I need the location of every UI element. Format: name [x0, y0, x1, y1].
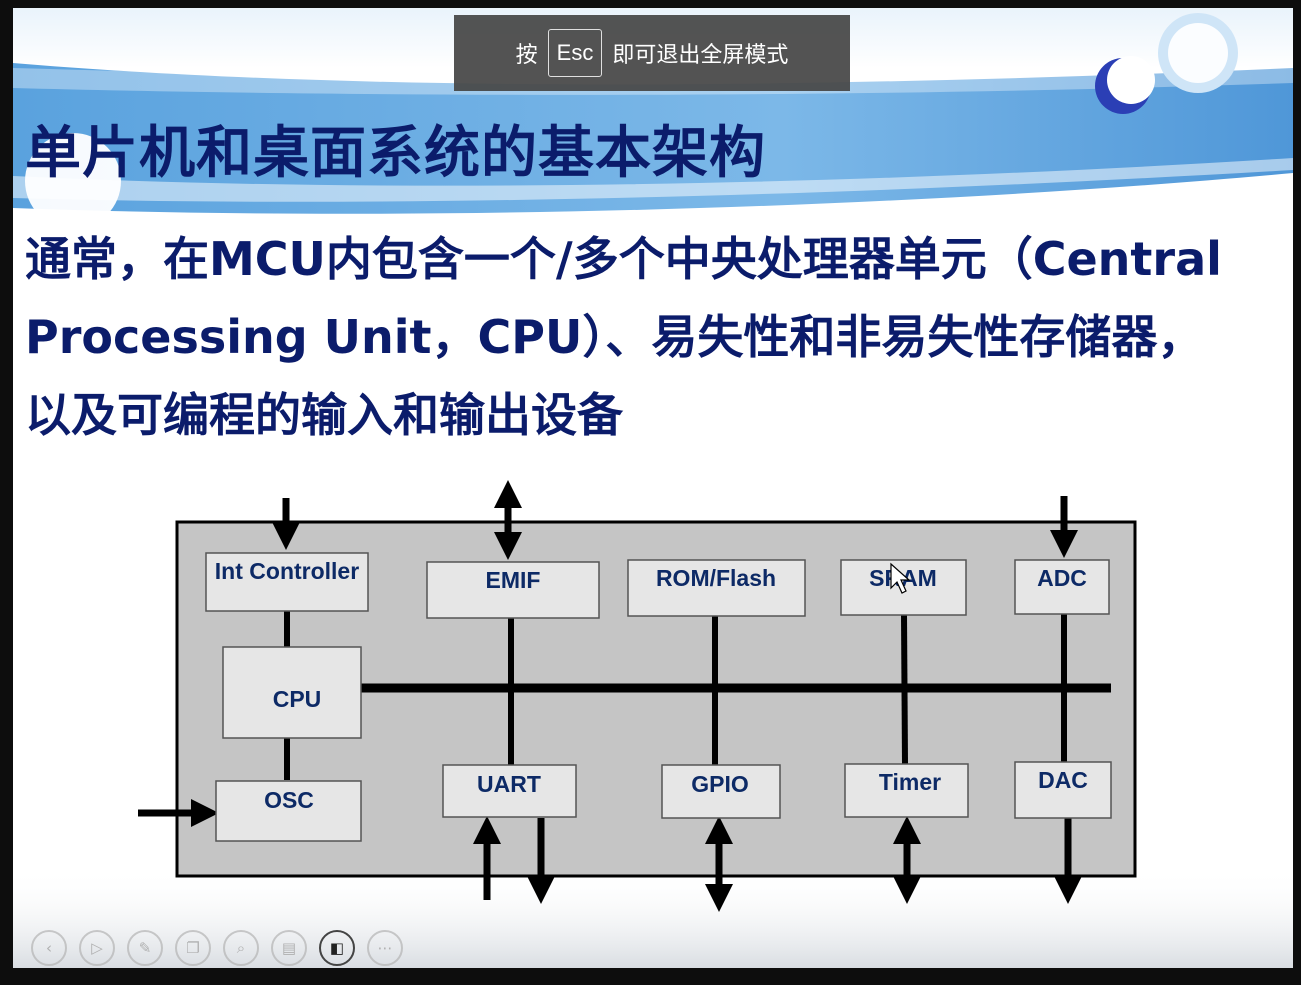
pen-icon: ✎ [138, 939, 152, 957]
osc-label: OSC [264, 787, 314, 813]
more-options-button[interactable]: ⋯ [367, 930, 403, 966]
next-slide-button[interactable]: ▷ [79, 930, 115, 966]
emif-label: EMIF [486, 567, 541, 593]
exit-fullscreen-toast: 按 Esc 即可退出全屏模式 [454, 15, 850, 91]
magnifier-icon: ⌕ [236, 939, 246, 957]
gpio-label: GPIO [691, 771, 749, 797]
slide[interactable]: 单片机和桌面系统的基本架构 通常，在MCU内包含一个/多个中央处理器单元（Cen… [13, 8, 1293, 968]
mcu-block-diagram: Int Controller EMIF ROM/Flash SRAM ADC C… [138, 480, 1137, 912]
cpu-label: CPU [273, 686, 322, 712]
toast-message: 即可退出全屏模式 [612, 43, 789, 68]
slides-icon: ❐ [186, 939, 200, 957]
previous-slide-button[interactable]: ‹ [31, 930, 67, 966]
toast-prefix: 按 [515, 43, 538, 68]
subtitles-icon: ▤ [281, 939, 297, 957]
timer-label: Timer [879, 769, 941, 795]
io-arrows [138, 480, 1082, 912]
gpio-block [661, 764, 781, 819]
int-controller-label: Int Controller [215, 558, 359, 584]
dac-block [1014, 761, 1112, 819]
play-icon: ▷ [91, 939, 103, 957]
emif-block [426, 561, 600, 619]
chevron-left-icon: ‹ [46, 939, 52, 957]
adc-block [1014, 559, 1110, 615]
camera-icon: ◧ [329, 939, 345, 957]
dac-label: DAC [1038, 767, 1088, 793]
zoom-button[interactable]: ⌕ [223, 930, 259, 966]
uart-block [442, 764, 577, 818]
adc-label: ADC [1037, 565, 1087, 591]
uart-label: UART [477, 771, 541, 797]
camera-button[interactable]: ◧ [319, 930, 355, 966]
cpu-block [222, 646, 362, 739]
rom-flash-block [627, 559, 806, 617]
rom-flash-label: ROM/Flash [656, 565, 776, 591]
body-line-1: 通常，在MCU内包含一个/多个中央处理器单元（Central [25, 232, 1222, 286]
all-slides-button[interactable]: ❐ [175, 930, 211, 966]
pen-tool-button[interactable]: ✎ [127, 930, 163, 966]
int-controller-block [205, 552, 369, 612]
slide-body-text: 通常，在MCU内包含一个/多个中央处理器单元（Central Processin… [25, 220, 1283, 454]
presentation-control-bar: ‹ ▷ ✎ ❐ ⌕ ▤ ◧ ⋯ [31, 930, 403, 966]
bubble-decoration [25, 133, 121, 229]
mouse-pointer-icon [890, 562, 911, 594]
osc-block [215, 780, 362, 842]
more-icon: ⋯ [377, 939, 393, 957]
body-line-2: Processing Unit，CPU）、易失性和非易失性存储器， [25, 310, 1204, 364]
subtitles-button[interactable]: ▤ [271, 930, 307, 966]
slide-title: 单片机和桌面系统的基本架构 [25, 121, 766, 186]
esc-key-badge: Esc [547, 29, 603, 77]
body-line-3: 以及可编程的输入和输出设备 [25, 388, 623, 442]
timer-block [844, 763, 969, 818]
